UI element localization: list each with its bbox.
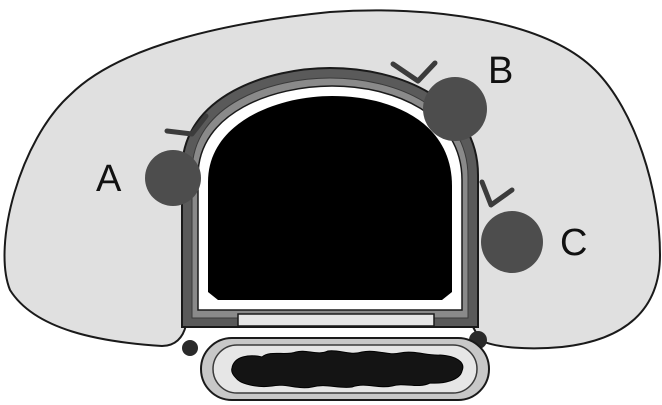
- label-c: C: [560, 222, 587, 264]
- label-b: B: [488, 50, 513, 92]
- small-dot-left: [182, 340, 198, 356]
- lower-organ-content: [232, 351, 463, 388]
- label-a: A: [96, 158, 122, 200]
- organ-bottom-band: [238, 314, 434, 326]
- nodule-a: [145, 150, 201, 206]
- organ-lumen: [208, 96, 452, 300]
- nodule-c: [481, 211, 543, 273]
- nodule-b: [423, 77, 487, 141]
